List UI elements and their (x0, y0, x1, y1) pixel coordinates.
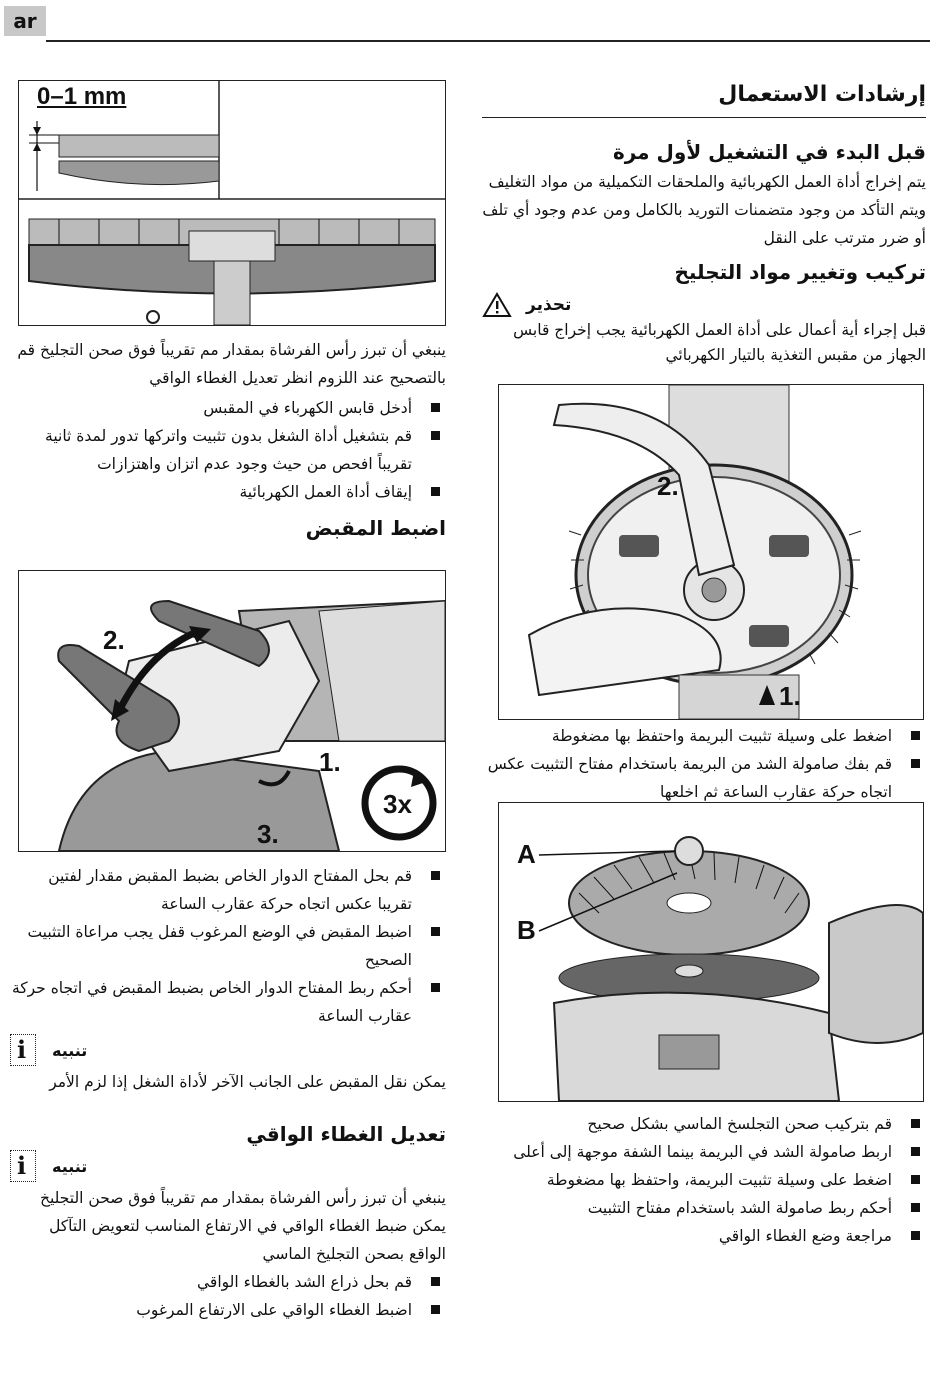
before-first-use-title: قبل البدء في التشغيل لأول مرة (612, 140, 926, 164)
handle-steps-block: قم بحل المفتاح الدوار الخاص بضبط المقبض … (10, 862, 446, 1324)
header-rule (46, 40, 930, 42)
handle-note-text: يمكن نقل المقبض على الجانب الآخر لأداة ا… (49, 1073, 446, 1091)
warning-triangle-icon (482, 292, 512, 317)
step-set-guard-height: اضبط الغطاء الواقي على الارتفاع المرغوب (10, 1296, 446, 1324)
info-icon (10, 1150, 36, 1182)
steps-b-block: قم بتركيب صحن التجلسخ الماسي بشكل صحيح ا… (482, 1110, 926, 1250)
step-tighten-knob: أحكم ربط المفتاح الدوار الخاص بضبط المقب… (10, 974, 446, 1030)
step-switch-off: إيقاف أداة العمل الكهربائية (10, 478, 446, 506)
figure-disc-assembly: A B (498, 802, 924, 1102)
fig-label-b: B (517, 915, 536, 945)
step-press-lock-again: اضغط على وسيلة تثبيت البريمة، واحتفظ بها… (482, 1166, 926, 1194)
brush-height-text: ينبغي أن تبرز رأس الفرشاة بمقدار مم تقري… (17, 341, 446, 387)
step-press-lock: اضغط على وسيلة تثبيت البريمة واحتفظ بها … (482, 722, 926, 750)
step-run-test: قم بتشغيل أداة الشغل بدون تثبيت واتركها … (10, 422, 446, 478)
handle-title: اضبط المقبض (305, 516, 446, 540)
warning-row: تحذير (482, 292, 926, 318)
step-screw-nut: اربط صامولة الشد في البريمة بينما الشفة … (482, 1138, 926, 1166)
guard-title: تعديل الغطاء الواقي (246, 1122, 446, 1146)
fig-handle-times: 3x (383, 789, 412, 819)
handle-note-row: تنبيه (10, 1034, 446, 1066)
fig-handle-step2: 2. (103, 625, 125, 655)
step-tighten-nut: أحكم ربط صامولة الشد باستخدام مفتاح التث… (482, 1194, 926, 1222)
figure-brush-height: 0–1 mm (18, 80, 446, 326)
language-tab: ar (4, 6, 46, 36)
handle-note-label: تنبيه (52, 1040, 88, 1060)
step-set-handle: اضبط المقبض في الوضع المرغوب قفل يجب مرا… (10, 918, 446, 974)
right-column: إرشادات الاستعمال قبل البدء في التشغيل ل… (482, 82, 926, 368)
mounting-title: تركيب وتغيير مواد التجليخ (674, 260, 926, 284)
before-first-use-text: يتم إخراج أداة العمل الكهربائية والملحقا… (482, 173, 926, 247)
fig-handle-step3: 3. (257, 819, 279, 849)
handle-adjust-illustration (57, 599, 445, 851)
figure-remove-nut: 2. 1. (498, 384, 924, 720)
guard-note-row: تنبيه (10, 1150, 446, 1182)
step-check-guard: مراجعة وضع الغطاء الواقي (482, 1222, 926, 1250)
step-release-lever: قم بحل ذراع الشد بالغطاء الواقي (10, 1268, 446, 1296)
guard-note-text: ينبغي أن تبرز رأس الفرشاة بمقدار مم تقري… (39, 1189, 446, 1263)
step-insert-plug: أدخل قابس الكهرباء في المقبس (10, 394, 446, 422)
step-fit-disc: قم بتركيب صحن التجلسخ الماسي بشكل صحيح (482, 1110, 926, 1138)
remove-nut-illustration (527, 385, 862, 719)
warning-label: تحذير (526, 295, 572, 315)
disc-assembly-illustration (538, 836, 923, 1101)
brush-height-illustration (19, 81, 445, 325)
step-loosen-knob: قم بحل المفتاح الدوار الخاص بضبط المقبض … (10, 862, 446, 918)
brush-block: ينبغي أن تبرز رأس الفرشاة بمقدار مم تقري… (10, 336, 446, 540)
fig-handle-step1: 1. (319, 747, 341, 777)
steps-a-block: اضغط على وسيلة تثبيت البريمة واحتفظ بها … (482, 722, 926, 806)
fig-label-a: A (517, 839, 536, 869)
step-loosen-nut: قم بفك صامولة الشد من البريمة باستخدام م… (482, 750, 926, 806)
figure-handle-adjust: 2. 1. 3. 3x (18, 570, 446, 852)
guard-note-label: تنبيه (52, 1156, 88, 1176)
info-icon (10, 1034, 36, 1066)
brush-gap-label: 0–1 mm (37, 83, 127, 110)
warning-text: قبل إجراء أية أعمال على أداة العمل الكهر… (513, 321, 926, 364)
section-title: إرشادات الاستعمال (718, 82, 926, 107)
fig-remove-step1: 1. (779, 681, 801, 711)
section-rule (482, 117, 926, 118)
fig-remove-step2: 2. (657, 471, 679, 501)
